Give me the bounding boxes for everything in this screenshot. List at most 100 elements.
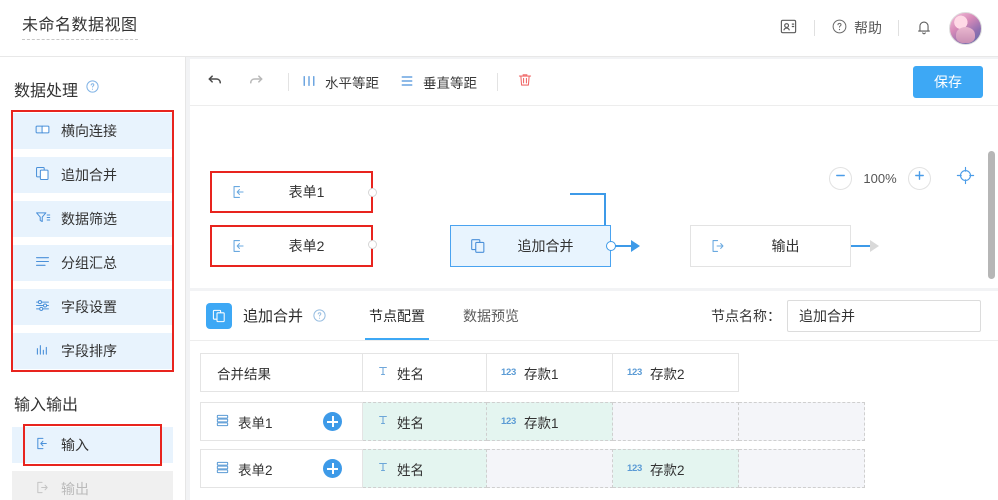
sidebar-item-label: 输入 [61, 437, 89, 453]
table-cell-label: 存款2 [649, 462, 685, 478]
sidebar-item-label: 追加合并 [61, 167, 117, 183]
table-rows-icon [215, 460, 230, 478]
node-output-port[interactable] [368, 240, 377, 249]
trash-icon [516, 71, 534, 94]
sidebar: 数据处理 横向连接 [0, 57, 186, 500]
canvas-vertical-scrollbar[interactable] [988, 151, 995, 279]
table-cell[interactable]: 123 存款1 [487, 402, 613, 441]
sidebar-item-horizontal-join[interactable]: 横向连接 [12, 113, 173, 149]
flow-canvas[interactable]: 100% [190, 106, 998, 288]
field-mapping-table: 合并结果 姓名 123 存款1 [200, 353, 865, 496]
plus-icon [913, 169, 926, 187]
question-circle-icon[interactable] [85, 79, 100, 99]
sidebar-item-data-filter[interactable]: 数据筛选 [12, 201, 173, 237]
contact-card-button[interactable] [779, 17, 798, 39]
number-type-icon: 123 [501, 416, 516, 427]
table-cell[interactable]: 姓名 [363, 449, 487, 488]
table-header-label: 存款1 [523, 366, 559, 382]
notifications-button[interactable] [915, 18, 933, 39]
recenter-button[interactable] [955, 165, 976, 191]
wire-arrow [870, 240, 879, 252]
plus-circle-icon[interactable] [323, 459, 342, 478]
zoom-level: 100% [863, 170, 897, 186]
wire-arrow [631, 240, 640, 252]
sidebar-item-field-settings[interactable]: 字段设置 [12, 289, 173, 325]
table-cell[interactable]: 123 存款2 [613, 449, 739, 488]
table-cell-empty[interactable] [739, 402, 865, 441]
sidebar-section-title: 输入输出 [14, 397, 79, 414]
sidebar-item-output: 输出 [12, 471, 173, 500]
plus-circle-icon[interactable] [323, 412, 342, 431]
node-output-port[interactable] [368, 188, 377, 197]
sidebar-item-append-merge[interactable]: 追加合并 [12, 157, 173, 193]
wire-segment [604, 193, 606, 247]
redo-arrow-icon [246, 70, 265, 94]
canvas-node-label: 输出 [771, 238, 800, 254]
table-source-cell[interactable]: 表单1 [200, 402, 363, 441]
crosshair-target-icon [955, 166, 976, 190]
tab-node-config[interactable]: 节点配置 [365, 291, 430, 340]
save-button[interactable]: 保存 [913, 66, 983, 98]
table-cell-empty[interactable] [487, 449, 613, 488]
vertical-distribute-icon [399, 73, 415, 92]
tab-data-preview[interactable]: 数据预览 [463, 307, 520, 324]
horizontal-distribute-icon [301, 73, 317, 92]
redo-button[interactable] [240, 67, 270, 97]
divider [497, 73, 498, 91]
table-cell-label: 姓名 [397, 462, 424, 478]
node-output-port[interactable] [606, 241, 616, 251]
table-cell-label: 存款1 [523, 415, 559, 431]
undo-button[interactable] [200, 67, 230, 97]
delete-button[interactable] [510, 67, 540, 97]
table-header-row: 合并结果 姓名 123 存款1 [200, 353, 865, 392]
table-header-label: 姓名 [397, 366, 424, 382]
node-config-panel: 追加合并 节点配置 数据预览 节点名称： 追加合并 [190, 291, 998, 500]
sidebar-item-group-summary[interactable]: 分组汇总 [12, 245, 173, 281]
field-sort-icon [34, 341, 51, 361]
table-header-label: 合并结果 [217, 366, 271, 382]
append-merge-icon [34, 165, 51, 185]
canvas-node-form2[interactable]: 表单2 [210, 225, 373, 267]
vertical-distribute-button[interactable]: 垂直等距 [399, 72, 477, 92]
table-source-cell[interactable]: 表单2 [200, 449, 363, 488]
zoom-controls: 100% [829, 165, 976, 191]
table-cell[interactable]: 姓名 [363, 402, 487, 441]
sidebar-item-label: 字段设置 [61, 299, 117, 315]
sidebar-group-input-output: 输入 输出 [0, 424, 185, 500]
table-cell-empty[interactable] [739, 449, 865, 488]
filter-icon [34, 209, 51, 229]
divider [288, 73, 289, 91]
text-type-icon [377, 414, 389, 429]
sidebar-item-label: 横向连接 [61, 123, 117, 139]
sidebar-item-field-sort[interactable]: 字段排序 [12, 333, 173, 369]
number-type-icon: 123 [627, 463, 642, 474]
sidebar-group-data-processing: 横向连接 追加合并 数据筛选 [0, 110, 185, 372]
panel-title: 追加合并 [243, 308, 304, 325]
panel-header: 追加合并 节点配置 数据预览 节点名称： 追加合并 [190, 291, 998, 341]
bell-icon [915, 18, 933, 39]
canvas-node-output[interactable]: 输出 [690, 225, 851, 267]
sidebar-item-label: 数据筛选 [61, 211, 117, 227]
horizontal-distribute-button[interactable]: 水平等距 [301, 72, 379, 92]
top-bar-actions: 帮助 [779, 0, 982, 56]
help-button[interactable]: 帮助 [831, 18, 882, 38]
node-name-input[interactable]: 追加合并 [787, 299, 981, 332]
help-label: 帮助 [854, 20, 882, 36]
sidebar-item-input[interactable]: 输入 [12, 427, 173, 463]
input-icon [212, 237, 266, 255]
zoom-out-button[interactable] [829, 166, 852, 190]
canvas-node-append-merge[interactable]: 追加合并 [450, 225, 611, 267]
divider [898, 20, 899, 36]
question-circle-icon[interactable] [312, 308, 327, 323]
wire-segment [570, 193, 606, 195]
canvas-node-label: 表单2 [288, 238, 325, 254]
table-cell-empty[interactable] [613, 402, 739, 441]
page-title[interactable]: 未命名数据视图 [22, 16, 138, 40]
sidebar-item-label: 分组汇总 [61, 255, 117, 271]
canvas-toolbar: 水平等距 垂直等距 保存 [190, 59, 998, 106]
field-settings-icon [34, 297, 51, 317]
table-header-cell: 姓名 [363, 353, 487, 392]
avatar[interactable] [949, 11, 982, 45]
zoom-in-button[interactable] [908, 166, 931, 190]
canvas-node-form1[interactable]: 表单1 [210, 171, 373, 213]
